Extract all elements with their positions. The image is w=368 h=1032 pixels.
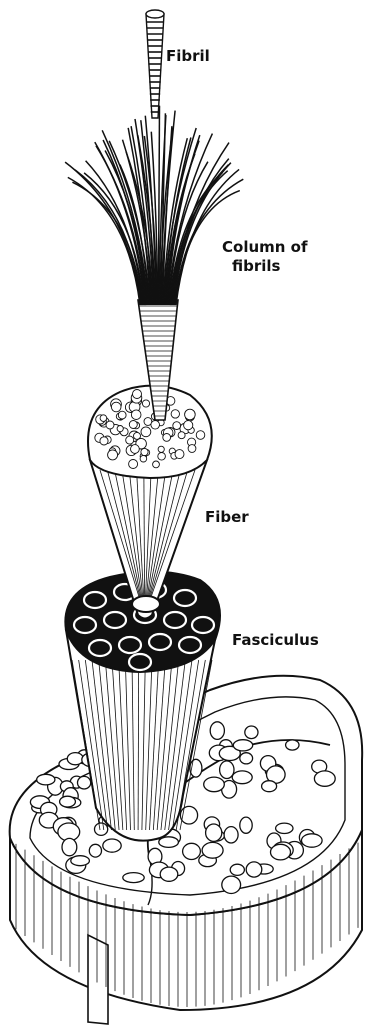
fiber-exit-ellipse [132, 596, 160, 612]
fascicle-outline [240, 753, 253, 764]
fascicle-outline [224, 827, 238, 843]
myofibril-section [141, 448, 148, 455]
fascicle-outline [60, 796, 76, 807]
myofibril-section [117, 426, 123, 432]
label-column-line-2: fibrils [222, 257, 308, 276]
label-column-line-1: Column of [222, 238, 308, 257]
fascicle-outline [271, 844, 291, 860]
myofibril-section [140, 455, 147, 462]
myofibril-section [196, 431, 205, 440]
fascicle-outline [37, 774, 55, 785]
fascicle-outline [103, 839, 121, 852]
fascicle-outline [245, 726, 258, 739]
fascicle-outline [233, 740, 252, 751]
column-of-fibrils [65, 106, 243, 420]
fascicle-outline [183, 843, 201, 859]
myofibril-section [129, 421, 137, 429]
myofibril-section [173, 422, 181, 430]
myofibril-section [100, 415, 107, 422]
myofibril-section [184, 421, 193, 430]
fascicle-outline [276, 823, 293, 833]
fibril-top [146, 10, 164, 18]
myofibril-section [106, 421, 114, 429]
fibril-body [146, 14, 164, 118]
myofibril-section [153, 461, 160, 468]
fascicle-outline [95, 823, 108, 835]
myofibril-section [163, 434, 171, 442]
myofibril-section [131, 410, 141, 420]
fascicle-outline [246, 862, 262, 877]
myofibril-section [188, 445, 196, 453]
fascicle-outline [286, 740, 299, 750]
fascicle-outline [262, 781, 277, 792]
label-column-of-fibrils: Column of fibrils [222, 238, 308, 276]
myofibril-section [108, 450, 118, 460]
myofibril-section [126, 436, 134, 444]
fascicle-outline [206, 824, 222, 841]
fascicle-outline [160, 867, 178, 881]
myofibril-section [141, 427, 151, 437]
column-fibril-strands [65, 106, 243, 305]
fascicle-outline [230, 864, 244, 875]
fascicle-outline [123, 873, 144, 883]
fascicle-outline [210, 722, 224, 740]
myofibril-section [133, 390, 142, 399]
myofibril-section [151, 421, 160, 430]
fibril-strand [68, 177, 140, 305]
fascicle-outline [204, 777, 225, 792]
fascicle-outline [89, 844, 101, 857]
fascicle-outline [78, 776, 91, 789]
myofibril-section [100, 437, 108, 445]
fascicle-outline [314, 771, 335, 786]
myofibril-section [185, 409, 196, 420]
myofibril-section [158, 446, 164, 452]
myofibril-section [142, 400, 149, 407]
fascicle-outline [232, 771, 252, 784]
fascicle-outline [302, 834, 323, 847]
fibril-strand [174, 163, 231, 305]
fascicle-outline [71, 856, 90, 866]
fascicle-outline [222, 876, 241, 893]
fascicle-outline [202, 842, 223, 858]
fascicle-outline [67, 753, 83, 765]
myofibril-section [111, 402, 121, 412]
myofibril-section [118, 411, 126, 419]
myofibril-section [171, 410, 179, 418]
fibril [146, 10, 164, 118]
muscle-slab-notch [88, 935, 108, 1024]
label-fibril: Fibril [166, 47, 210, 66]
fascicle-outline [240, 817, 252, 833]
myofibril-section [178, 432, 185, 439]
label-fasciculus: Fasciculus [232, 631, 319, 650]
myofibril-section [175, 450, 184, 459]
label-fiber: Fiber [205, 508, 249, 527]
fascicle-outline [62, 838, 77, 855]
myofibril-section [158, 453, 166, 461]
myofibril-section [129, 460, 138, 469]
myofibril-section [131, 445, 140, 454]
